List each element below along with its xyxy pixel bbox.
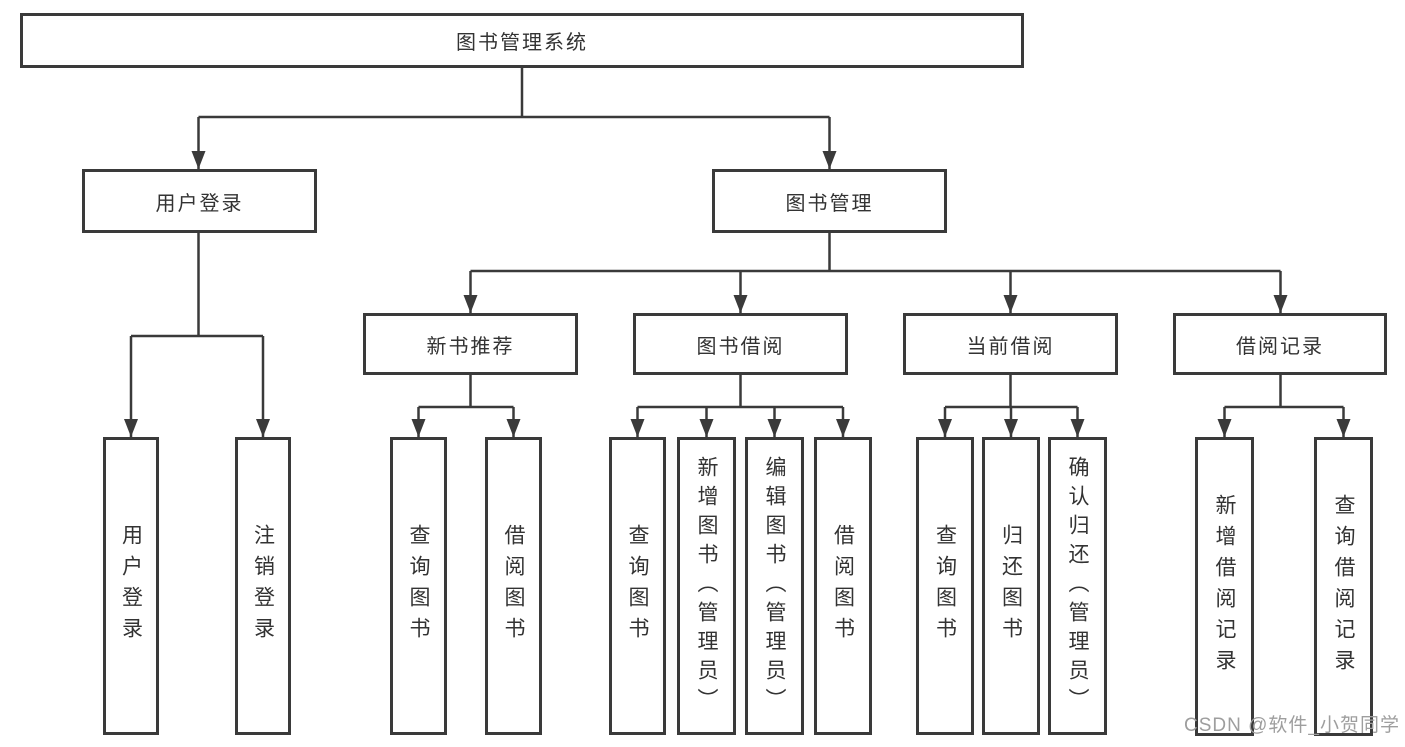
leaf-borrow-query-books: 查询图书 (609, 437, 666, 735)
leaf-label: 编辑图书（管理员） (763, 455, 786, 717)
leaf-borrow-edit-books-admin: 编辑图书（管理员） (745, 437, 804, 735)
leaf-label: 归还图书 (999, 524, 1023, 648)
leaf-label: 新增图书（管理员） (695, 455, 718, 717)
node-user-login: 用户登录 (82, 169, 317, 233)
leaf-label: 确认归还（管理员） (1066, 455, 1089, 717)
leaf-label: 借阅图书 (502, 524, 525, 648)
node-book-borrowing: 图书借阅 (633, 313, 848, 375)
leaf-label: 查询图书 (933, 524, 957, 648)
leaf-label: 查询借阅记录 (1332, 493, 1355, 680)
leaf-records-add-borrow-record: 新增借阅记录 (1195, 437, 1254, 736)
node-book-management: 图书管理 (712, 169, 947, 233)
leaf-label: 用户登录 (119, 524, 143, 648)
leaf-recommend-borrow-books: 借阅图书 (485, 437, 542, 735)
leaf-current-confirm-return-admin: 确认归还（管理员） (1048, 437, 1107, 735)
node-root-library-management-system: 图书管理系统 (20, 13, 1024, 68)
leaf-current-return-books: 归还图书 (982, 437, 1040, 735)
leaf-recommend-query-books: 查询图书 (390, 437, 447, 735)
node-current-borrowing: 当前借阅 (903, 313, 1118, 375)
leaf-label: 注销登录 (251, 524, 275, 648)
leaf-borrow-borrow-books: 借阅图书 (814, 437, 872, 735)
node-borrowing-records: 借阅记录 (1173, 313, 1387, 375)
node-new-book-recommendation: 新书推荐 (363, 313, 578, 375)
csdn-watermark: CSDN @软件_小贺同学 (1184, 715, 1400, 736)
leaf-borrow-add-books-admin: 新增图书（管理员） (677, 437, 736, 735)
leaf-label: 新增借阅记录 (1213, 493, 1236, 680)
arrowheads (124, 117, 1351, 437)
tree-branch-lines (131, 68, 1344, 409)
leaf-label: 借阅图书 (831, 524, 855, 648)
leaf-label: 查询图书 (626, 524, 649, 648)
leaf-current-query-books: 查询图书 (916, 437, 974, 735)
leaf-user-login: 用户登录 (103, 437, 159, 735)
leaf-logout: 注销登录 (235, 437, 291, 735)
leaf-records-query-borrow-record: 查询借阅记录 (1314, 437, 1373, 736)
leaf-label: 查询图书 (407, 524, 430, 648)
